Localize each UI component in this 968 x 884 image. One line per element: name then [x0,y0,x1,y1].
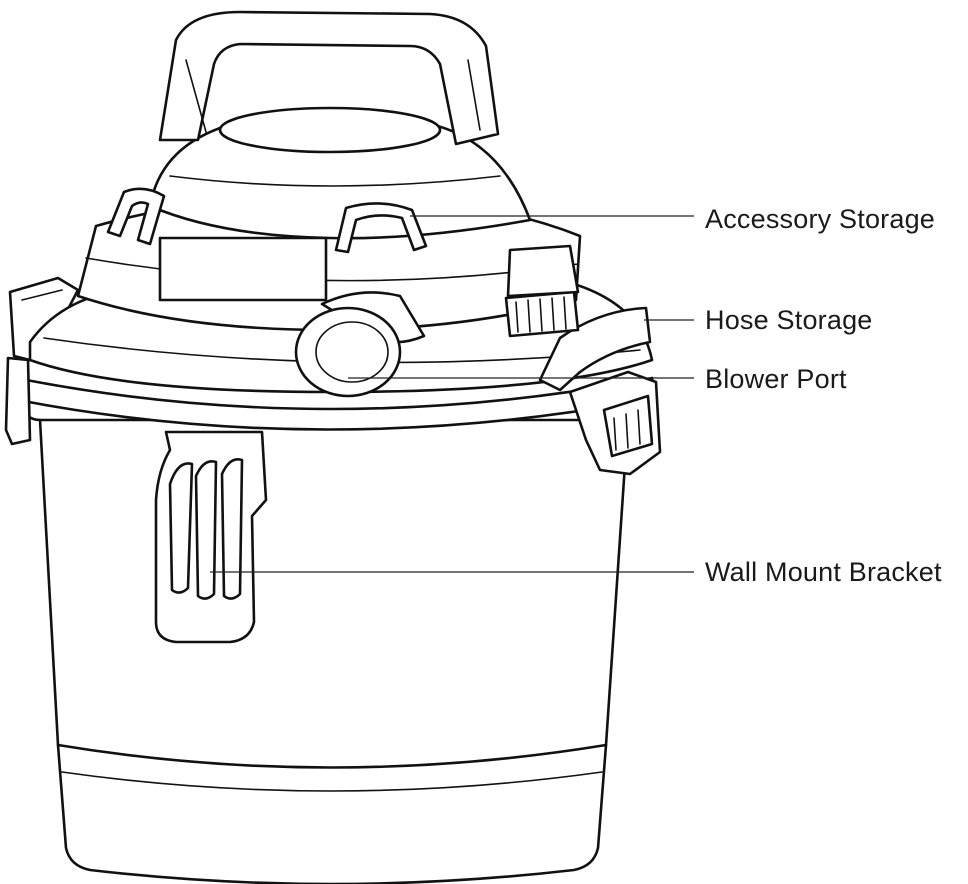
canister [14,376,658,884]
hose-storage [504,244,652,392]
callout-hose-storage: Hose Storage [705,305,873,335]
callout-wall-mount-bracket: Wall Mount Bracket [705,557,942,587]
side-latches [4,276,662,476]
callout-accessory-storage: Accessory Storage [705,204,935,234]
blower-port [294,291,426,398]
callout-blower-port: Blower Port [705,364,847,394]
wall-mount-bracket [154,430,268,644]
carry-handle [158,10,500,146]
leader-lines [210,215,694,573]
accessory-storage-clips [106,187,428,254]
